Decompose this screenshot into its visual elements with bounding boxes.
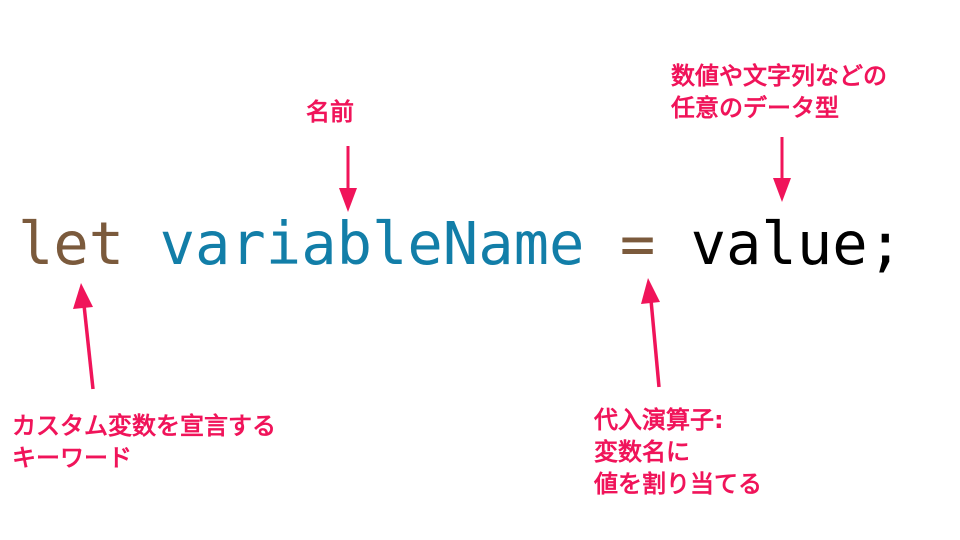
label-keyword-line1: カスタム変数を宣言する: [12, 412, 276, 440]
label-name-text: 名前: [306, 98, 354, 126]
variable-name: variableName: [159, 209, 585, 278]
code-statement: let variableName = value;: [18, 204, 903, 284]
keyword-let: let: [18, 209, 125, 278]
label-data-type-line2: 任意のデータ型: [671, 94, 839, 122]
arrow-down-icon: [339, 146, 357, 212]
label-data-type-line1: 数値や文字列などの: [671, 62, 887, 90]
label-keyword: カスタム変数を宣言するキーワード: [12, 410, 276, 474]
arrow-down-icon: [773, 137, 791, 202]
label-operator-line1: 代入演算子:: [594, 406, 724, 434]
arrow-up-icon: [641, 278, 661, 388]
label-operator-line2: 変数名に: [594, 438, 690, 466]
label-operator: 代入演算子: 変数名に値を割り当てる: [594, 404, 762, 500]
value-literal: value;: [690, 209, 904, 278]
label-operator-line3: 値を割り当てる: [594, 470, 762, 498]
arrow-up-icon: [73, 283, 95, 390]
assignment-operator: =: [619, 209, 656, 278]
label-data-type: 数値や文字列などの任意のデータ型: [671, 60, 887, 124]
label-keyword-line2: キーワード: [12, 444, 132, 472]
label-name: 名前: [306, 96, 354, 128]
